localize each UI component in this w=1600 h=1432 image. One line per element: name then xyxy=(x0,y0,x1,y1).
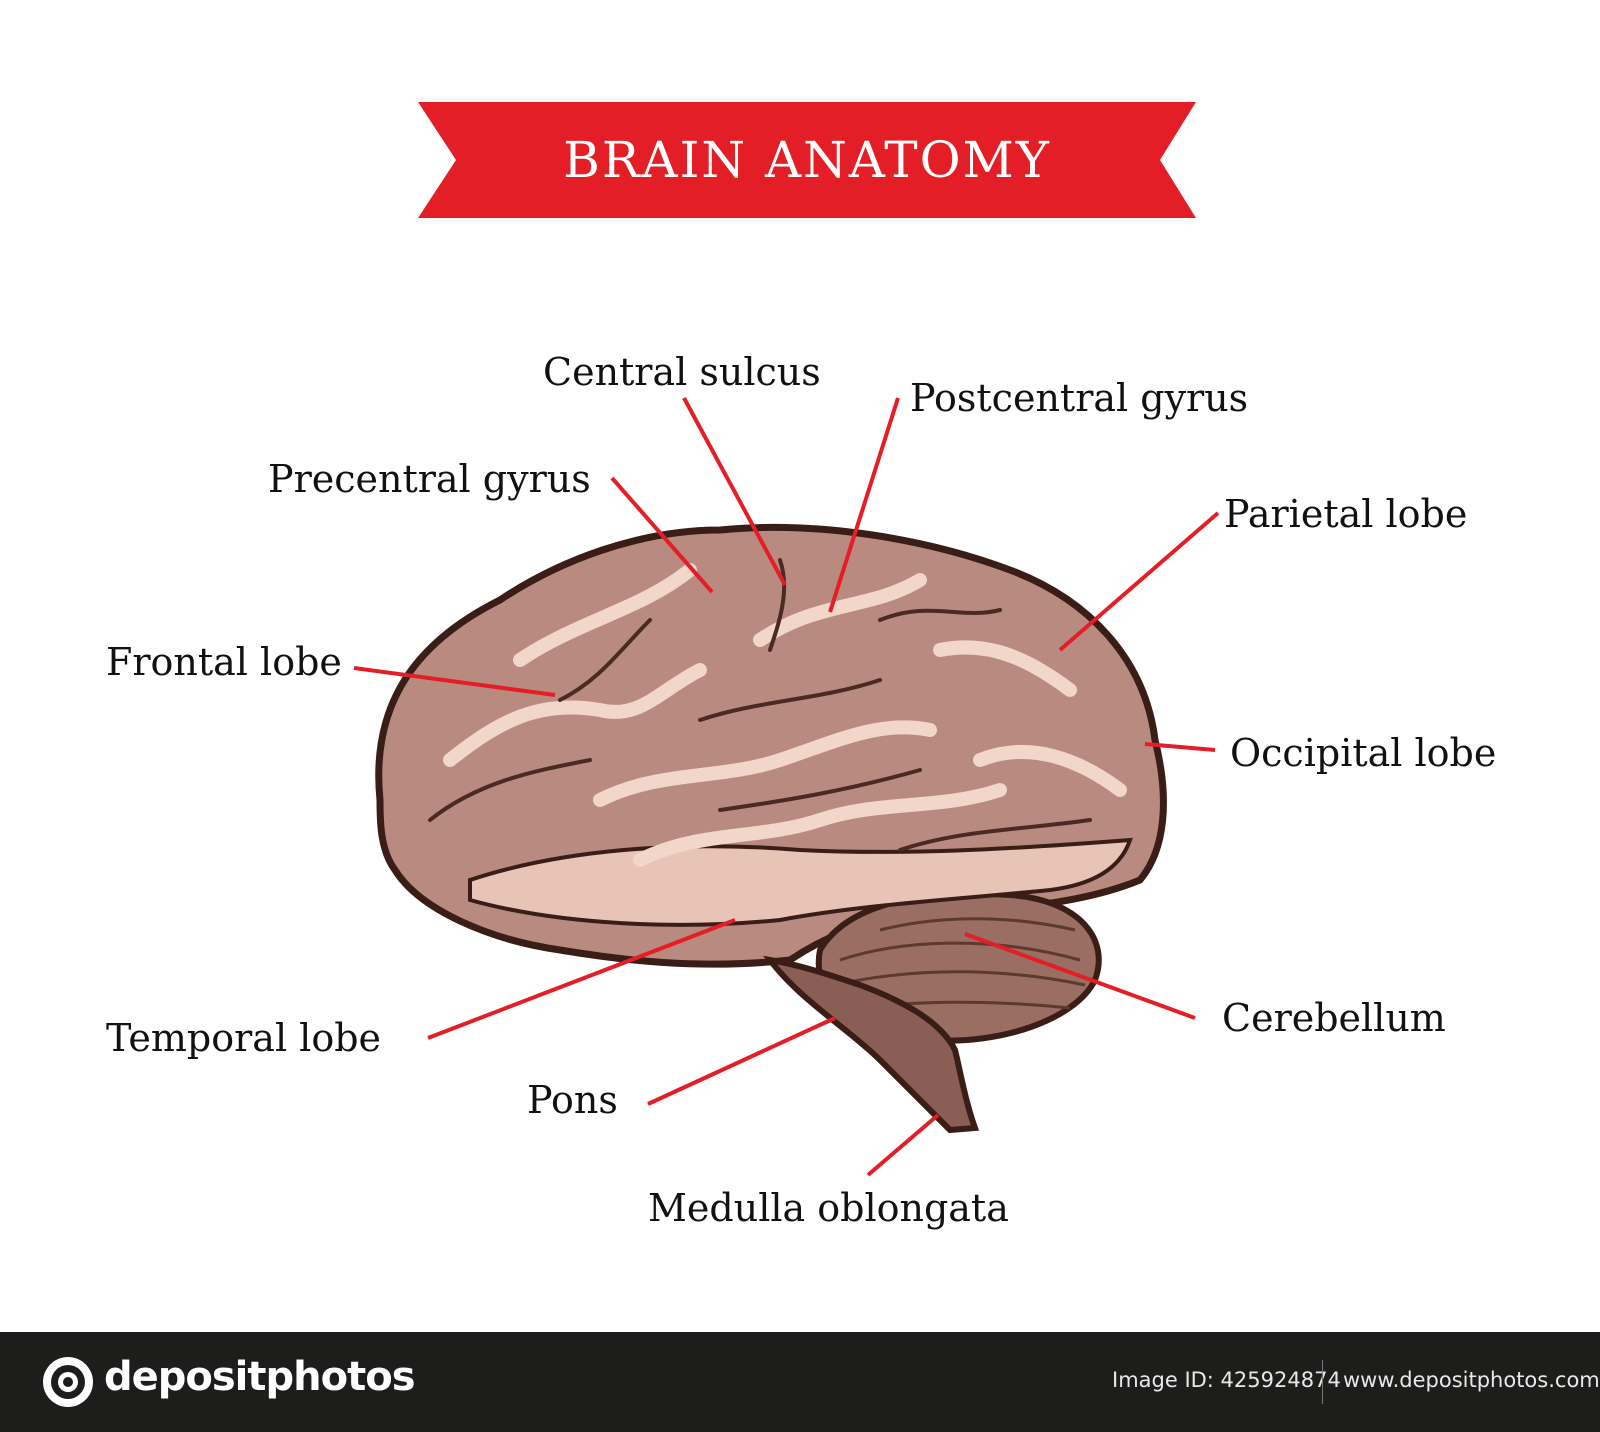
image-id: Image ID: 425924874 xyxy=(1112,1368,1341,1392)
site-link[interactable]: www.depositphotos.com xyxy=(1343,1368,1600,1392)
gyri-highlights xyxy=(443,563,1127,867)
footer-logo-text[interactable]: depositphotos xyxy=(104,1354,416,1400)
page-title: BRAIN ANATOMY xyxy=(563,131,1051,189)
label-central-sulcus: Central sulcus xyxy=(543,350,821,394)
label-medulla-oblongata: Medulla oblongata xyxy=(648,1186,1009,1230)
label-cerebellum: Cerebellum xyxy=(1222,996,1446,1040)
leader-postcentral-gyrus xyxy=(828,397,900,613)
leader-occipital-lobe xyxy=(1144,742,1216,752)
leader-central-sulcus xyxy=(682,397,787,586)
label-occipital-lobe: Occipital lobe xyxy=(1230,731,1497,775)
brainstem-shape xyxy=(763,955,980,1134)
label-precentral-gyrus: Precentral gyrus xyxy=(268,457,591,501)
label-temporal-lobe: Temporal lobe xyxy=(106,1016,382,1060)
leader-pons xyxy=(647,1016,836,1106)
leader-frontal-lobe xyxy=(353,666,556,697)
footer-bar: depositphotos Image ID: 425924874 www.de… xyxy=(0,1332,1600,1432)
leader-lines xyxy=(353,397,1220,1177)
leader-cerebellum xyxy=(964,932,1196,1020)
brain-illustration xyxy=(375,523,1167,1134)
footer-divider xyxy=(1322,1360,1323,1404)
label-frontal-lobe: Frontal lobe xyxy=(106,640,342,684)
title-ribbon xyxy=(418,102,1196,218)
camera-icon xyxy=(43,1357,93,1407)
sulci-lines xyxy=(428,558,1092,852)
label-parietal-lobe: Parietal lobe xyxy=(1224,492,1468,536)
cerebellum-folia xyxy=(834,917,1086,1012)
leader-temporal-lobe xyxy=(427,918,736,1040)
leader-parietal-lobe xyxy=(1058,511,1220,652)
label-postcentral-gyrus: Postcentral gyrus xyxy=(910,376,1249,420)
leader-medulla-oblongata xyxy=(866,1113,940,1177)
diagram-canvas xyxy=(353,102,1220,1177)
diagram-stage: BRAIN ANATOMY Central sulcus Postcentral… xyxy=(106,102,1497,1230)
leader-precentral-gyrus xyxy=(610,476,714,594)
label-pons: Pons xyxy=(527,1078,618,1122)
